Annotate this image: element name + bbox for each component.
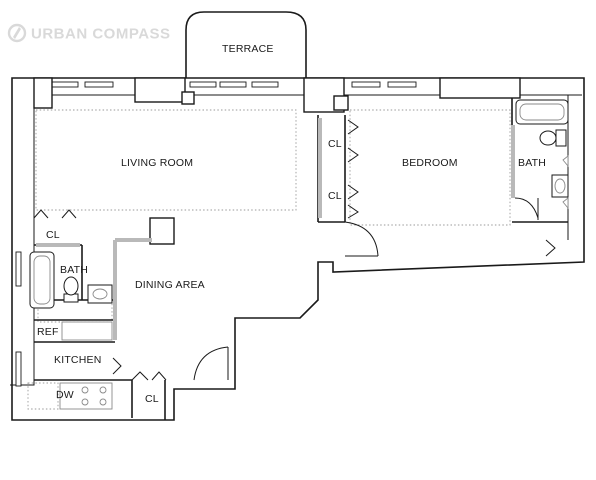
label-kitchen: KITCHEN	[54, 354, 102, 366]
label-dishwasher: DW	[56, 389, 74, 401]
brand-name: URBAN COMPASS	[31, 26, 171, 43]
windows	[15, 81, 489, 387]
label-refrigerator: REF	[37, 326, 59, 338]
exterior-walls	[10, 77, 585, 421]
label-closet-2: CL	[328, 190, 342, 202]
label-bedroom: BEDROOM	[402, 157, 458, 169]
brand-logo: URBAN COMPASS	[7, 23, 171, 43]
label-closet-3: CL	[46, 229, 60, 241]
label-dining-area: DINING AREA	[135, 279, 205, 291]
compass-logo-icon	[7, 23, 27, 43]
label-terrace: TERRACE	[222, 43, 274, 55]
room-labels: TERRACE LIVING ROOM BEDROOM BATH CL CL C…	[37, 43, 546, 405]
bath-fixtures	[29, 99, 569, 309]
partitions	[36, 118, 515, 340]
label-closet-1: CL	[328, 138, 342, 150]
label-closet-4: CL	[145, 393, 159, 405]
label-bath-hall: BATH	[60, 264, 88, 276]
columns	[33, 77, 521, 245]
label-bath-master: BATH	[518, 157, 546, 169]
label-living-room: LIVING ROOM	[121, 157, 193, 169]
swing-doors	[193, 197, 556, 381]
kitchen-fixtures	[59, 321, 113, 410]
closet-doors	[33, 119, 359, 381]
